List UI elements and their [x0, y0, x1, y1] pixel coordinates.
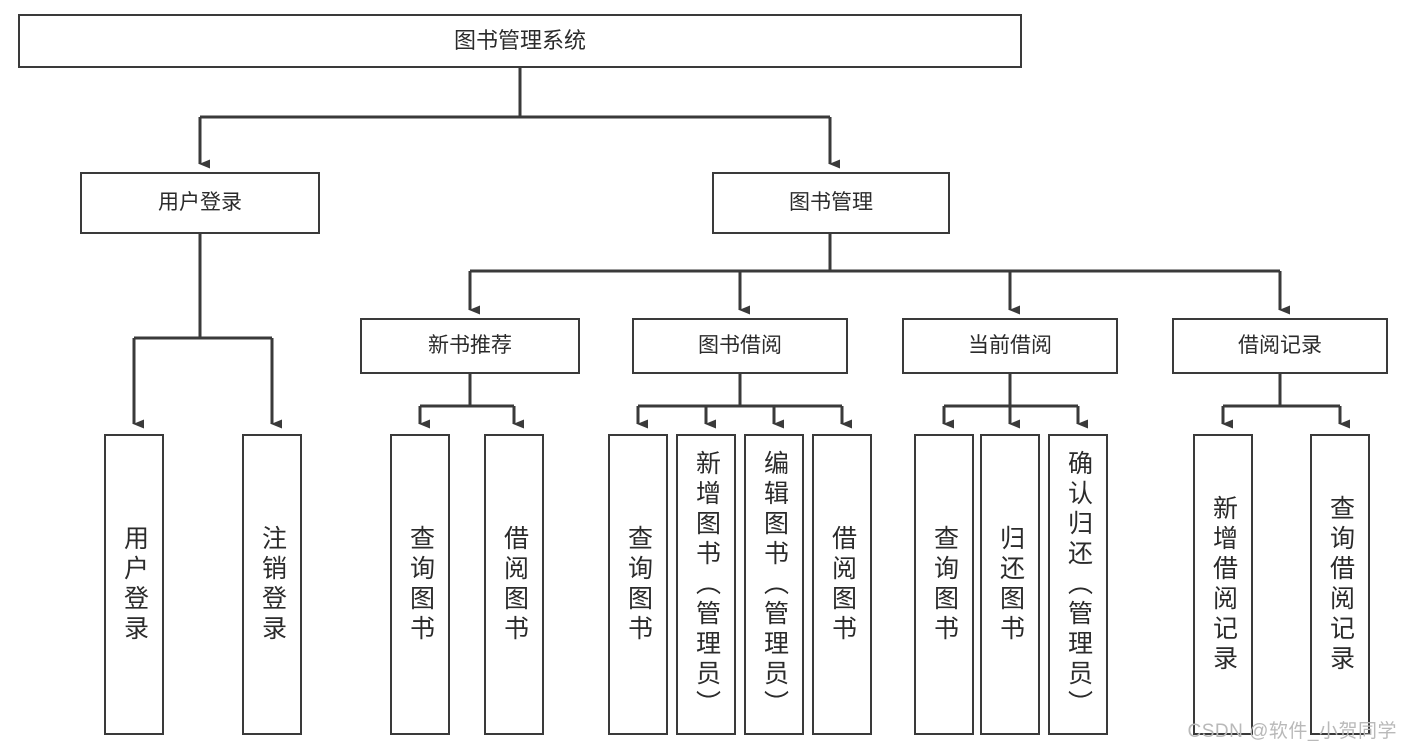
node-leaf-record-2[interactable]: 查询借阅记录	[1310, 434, 1370, 735]
node-leaf-borrow-2-label: 新增图书（管理员）	[692, 449, 721, 720]
node-borrow-record-label: 借阅记录	[1238, 333, 1322, 357]
node-user-login-label: 用户登录	[158, 190, 242, 214]
node-leaf-current-1[interactable]: 查询图书	[914, 434, 974, 735]
node-leaf-new-book-2-label: 借阅图书	[500, 524, 529, 645]
node-new-book-rec-label: 新书推荐	[428, 333, 512, 357]
node-leaf-record-1[interactable]: 新增借阅记录	[1193, 434, 1253, 735]
node-leaf-new-book-1[interactable]: 查询图书	[390, 434, 450, 735]
node-leaf-user-login-2-label: 注销登录	[258, 524, 287, 645]
node-leaf-current-2[interactable]: 归还图书	[980, 434, 1040, 735]
node-root-label: 图书管理系统	[453, 28, 586, 54]
node-new-book-rec[interactable]: 新书推荐	[360, 318, 580, 374]
node-current-borrow[interactable]: 当前借阅	[902, 318, 1118, 374]
node-root[interactable]: 图书管理系统	[18, 14, 1022, 68]
node-current-borrow-label: 当前借阅	[968, 333, 1052, 357]
node-leaf-borrow-4-label: 借阅图书	[828, 524, 857, 645]
node-leaf-current-3-label: 确认归还（管理员）	[1064, 449, 1093, 720]
node-leaf-borrow-2[interactable]: 新增图书（管理员）	[676, 434, 736, 735]
node-leaf-borrow-4[interactable]: 借阅图书	[812, 434, 872, 735]
node-leaf-new-book-1-label: 查询图书	[406, 524, 435, 645]
node-book-manage-label: 图书管理	[789, 190, 873, 214]
node-leaf-user-login-1[interactable]: 用户登录	[104, 434, 164, 735]
node-leaf-record-2-label: 查询借阅记录	[1326, 494, 1355, 675]
node-book-borrow-label: 图书借阅	[698, 333, 782, 357]
node-leaf-current-3[interactable]: 确认归还（管理员）	[1048, 434, 1108, 735]
node-leaf-borrow-1[interactable]: 查询图书	[608, 434, 668, 735]
node-leaf-new-book-2[interactable]: 借阅图书	[484, 434, 544, 735]
node-leaf-borrow-1-label: 查询图书	[624, 524, 653, 645]
node-leaf-borrow-3-label: 编辑图书（管理员）	[760, 449, 789, 720]
node-borrow-record[interactable]: 借阅记录	[1172, 318, 1388, 374]
node-book-borrow[interactable]: 图书借阅	[632, 318, 848, 374]
node-leaf-record-1-label: 新增借阅记录	[1209, 494, 1238, 675]
node-leaf-user-login-1-label: 用户登录	[120, 524, 149, 645]
node-leaf-current-2-label: 归还图书	[996, 524, 1025, 645]
node-user-login[interactable]: 用户登录	[80, 172, 320, 234]
node-leaf-current-1-label: 查询图书	[930, 524, 959, 645]
node-leaf-borrow-3[interactable]: 编辑图书（管理员）	[744, 434, 804, 735]
node-book-manage[interactable]: 图书管理	[712, 172, 950, 234]
watermark: CSDN @软件_小贺同学	[1187, 721, 1397, 742]
node-leaf-user-login-2[interactable]: 注销登录	[242, 434, 302, 735]
